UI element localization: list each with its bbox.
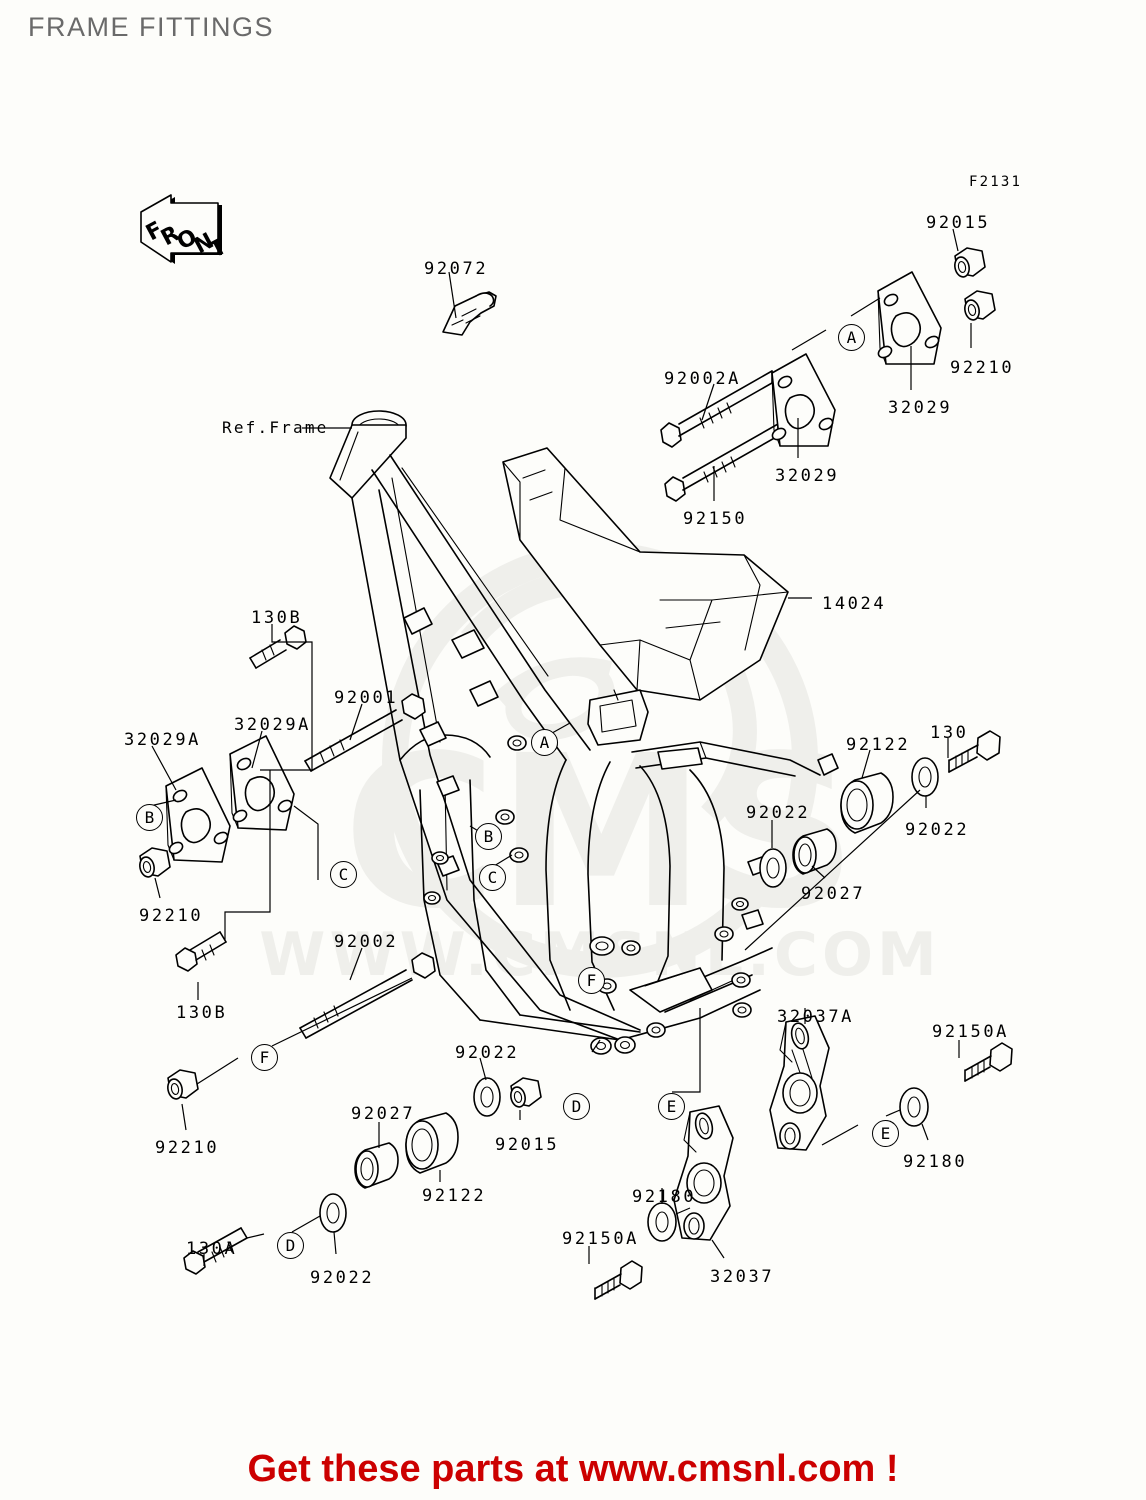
- part-14024-guard: [502, 447, 789, 701]
- part-label-92122[interactable]: 92122: [846, 735, 911, 755]
- part-92072-clamp: [442, 291, 497, 336]
- part-92180-washer-left: [647, 1202, 677, 1242]
- part-label-92072[interactable]: 92072: [424, 259, 489, 279]
- part-label-92002[interactable]: 92002: [334, 932, 399, 952]
- part-label-14024[interactable]: 14024: [822, 594, 887, 614]
- index-bubble-D2: D: [277, 1232, 304, 1259]
- part-label-130A[interactable]: 130A: [186, 1239, 238, 1259]
- part-label-32029A[interactable]: 32029A: [124, 730, 202, 750]
- part-label-92150A[interactable]: 92150A: [562, 1229, 640, 1249]
- part-label-92180[interactable]: 92180: [632, 1187, 697, 1207]
- part-label-92022[interactable]: 92022: [455, 1043, 520, 1063]
- part-130B-bolt-upper: [249, 625, 307, 669]
- part-92210-nut-bottomleft: [167, 1069, 199, 1100]
- part-130-bolt-right: [948, 730, 1001, 773]
- part-130B-bolt-lower: [175, 931, 227, 972]
- part-label-92122[interactable]: 92122: [422, 1186, 487, 1206]
- part-label-92180[interactable]: 92180: [903, 1152, 968, 1172]
- part-label-92027[interactable]: 92027: [351, 1104, 416, 1124]
- part-92180-washer-right: [899, 1087, 929, 1127]
- front-arrow-icon: F R O N T: [140, 194, 231, 264]
- part-label-92210[interactable]: 92210: [950, 358, 1015, 378]
- part-92022-washer-bottomleft: [473, 1077, 501, 1117]
- part-92210-nut-left: [139, 847, 171, 878]
- part-92015-nut-topright: [954, 247, 986, 278]
- index-bubble-F: F: [578, 967, 605, 994]
- part-label-92027[interactable]: 92027: [801, 884, 866, 904]
- svg-text:T: T: [206, 234, 231, 263]
- page-title: FRAME FITTINGS: [28, 12, 274, 42]
- part-92150-bolt: [664, 423, 779, 502]
- index-bubble-E: E: [658, 1093, 685, 1120]
- part-92027-collar-bottomleft: [354, 1142, 399, 1189]
- part-92015-nut-bottomleft: [510, 1077, 542, 1108]
- part-label-92210[interactable]: 92210: [139, 906, 204, 926]
- part-92001-bolt: [304, 693, 426, 772]
- index-bubble-B: B: [136, 804, 163, 831]
- part-92150A-bolt-right: [964, 1042, 1013, 1082]
- part-label-92022[interactable]: 92022: [905, 820, 970, 840]
- part-label-92150A[interactable]: 92150A: [932, 1022, 1010, 1042]
- part-label-32029A[interactable]: 32029A: [234, 715, 312, 735]
- part-92022-washer-center: [759, 848, 787, 888]
- index-bubble-C: C: [330, 861, 357, 888]
- index-bubble-F2: F: [251, 1044, 278, 1071]
- part-label-32029[interactable]: 32029: [775, 466, 840, 486]
- part-label-F2131[interactable]: F2131: [969, 174, 1023, 190]
- part-92022-washer-bottom: [319, 1193, 347, 1233]
- part-32037A-bracket: [769, 1015, 830, 1151]
- part-label-92002A[interactable]: 92002A: [664, 369, 742, 389]
- index-bubble-E2: E: [872, 1120, 899, 1147]
- part-label-92022[interactable]: 92022: [310, 1268, 375, 1288]
- part-label-32029[interactable]: 32029: [888, 398, 953, 418]
- part-label-92210[interactable]: 92210: [155, 1138, 220, 1158]
- part-label-92150[interactable]: 92150: [683, 509, 748, 529]
- part-92027-collar-right: [792, 828, 837, 875]
- part-92122-bushing-right: [840, 772, 894, 834]
- index-bubble-B2: B: [475, 823, 502, 850]
- index-bubble-C2: C: [479, 864, 506, 891]
- index-bubble-D: D: [563, 1093, 590, 1120]
- part-label-92015[interactable]: 92015: [926, 213, 991, 233]
- part-32029A-bracket-right: [229, 735, 295, 831]
- part-32029-bracket-front: [771, 353, 836, 447]
- part-92150A-bolt-left: [594, 1260, 643, 1300]
- part-32037-bracket: [673, 1105, 734, 1241]
- part-label-92001[interactable]: 92001: [334, 688, 399, 708]
- part-92002-bolt: [299, 952, 436, 1039]
- part-label-32037[interactable]: 32037: [710, 1267, 775, 1287]
- part-130A-bolt: [183, 1227, 248, 1275]
- part-label-92022[interactable]: 92022: [746, 803, 811, 823]
- part-label-130[interactable]: 130: [930, 723, 969, 743]
- index-bubble-A: A: [838, 324, 865, 351]
- part-label-92015[interactable]: 92015: [495, 1135, 560, 1155]
- index-bubble-A2: A: [531, 729, 558, 756]
- part-32029-bracket-rear: [877, 271, 942, 365]
- part-label-RefFrame[interactable]: Ref.Frame: [222, 418, 329, 437]
- part-92022-washer-right: [911, 757, 939, 797]
- part-92122-bushing-bottomleft: [405, 1112, 459, 1174]
- part-label-130B[interactable]: 130B: [176, 1003, 228, 1023]
- part-label-130B[interactable]: 130B: [251, 608, 303, 628]
- part-32029A-bracket-left: [165, 767, 231, 863]
- site-footer: Get these parts at www.cmsnl.com !: [247, 1448, 899, 1490]
- part-92210-nut-topright: [964, 290, 996, 321]
- part-label-32037A[interactable]: 32037A: [777, 1007, 855, 1027]
